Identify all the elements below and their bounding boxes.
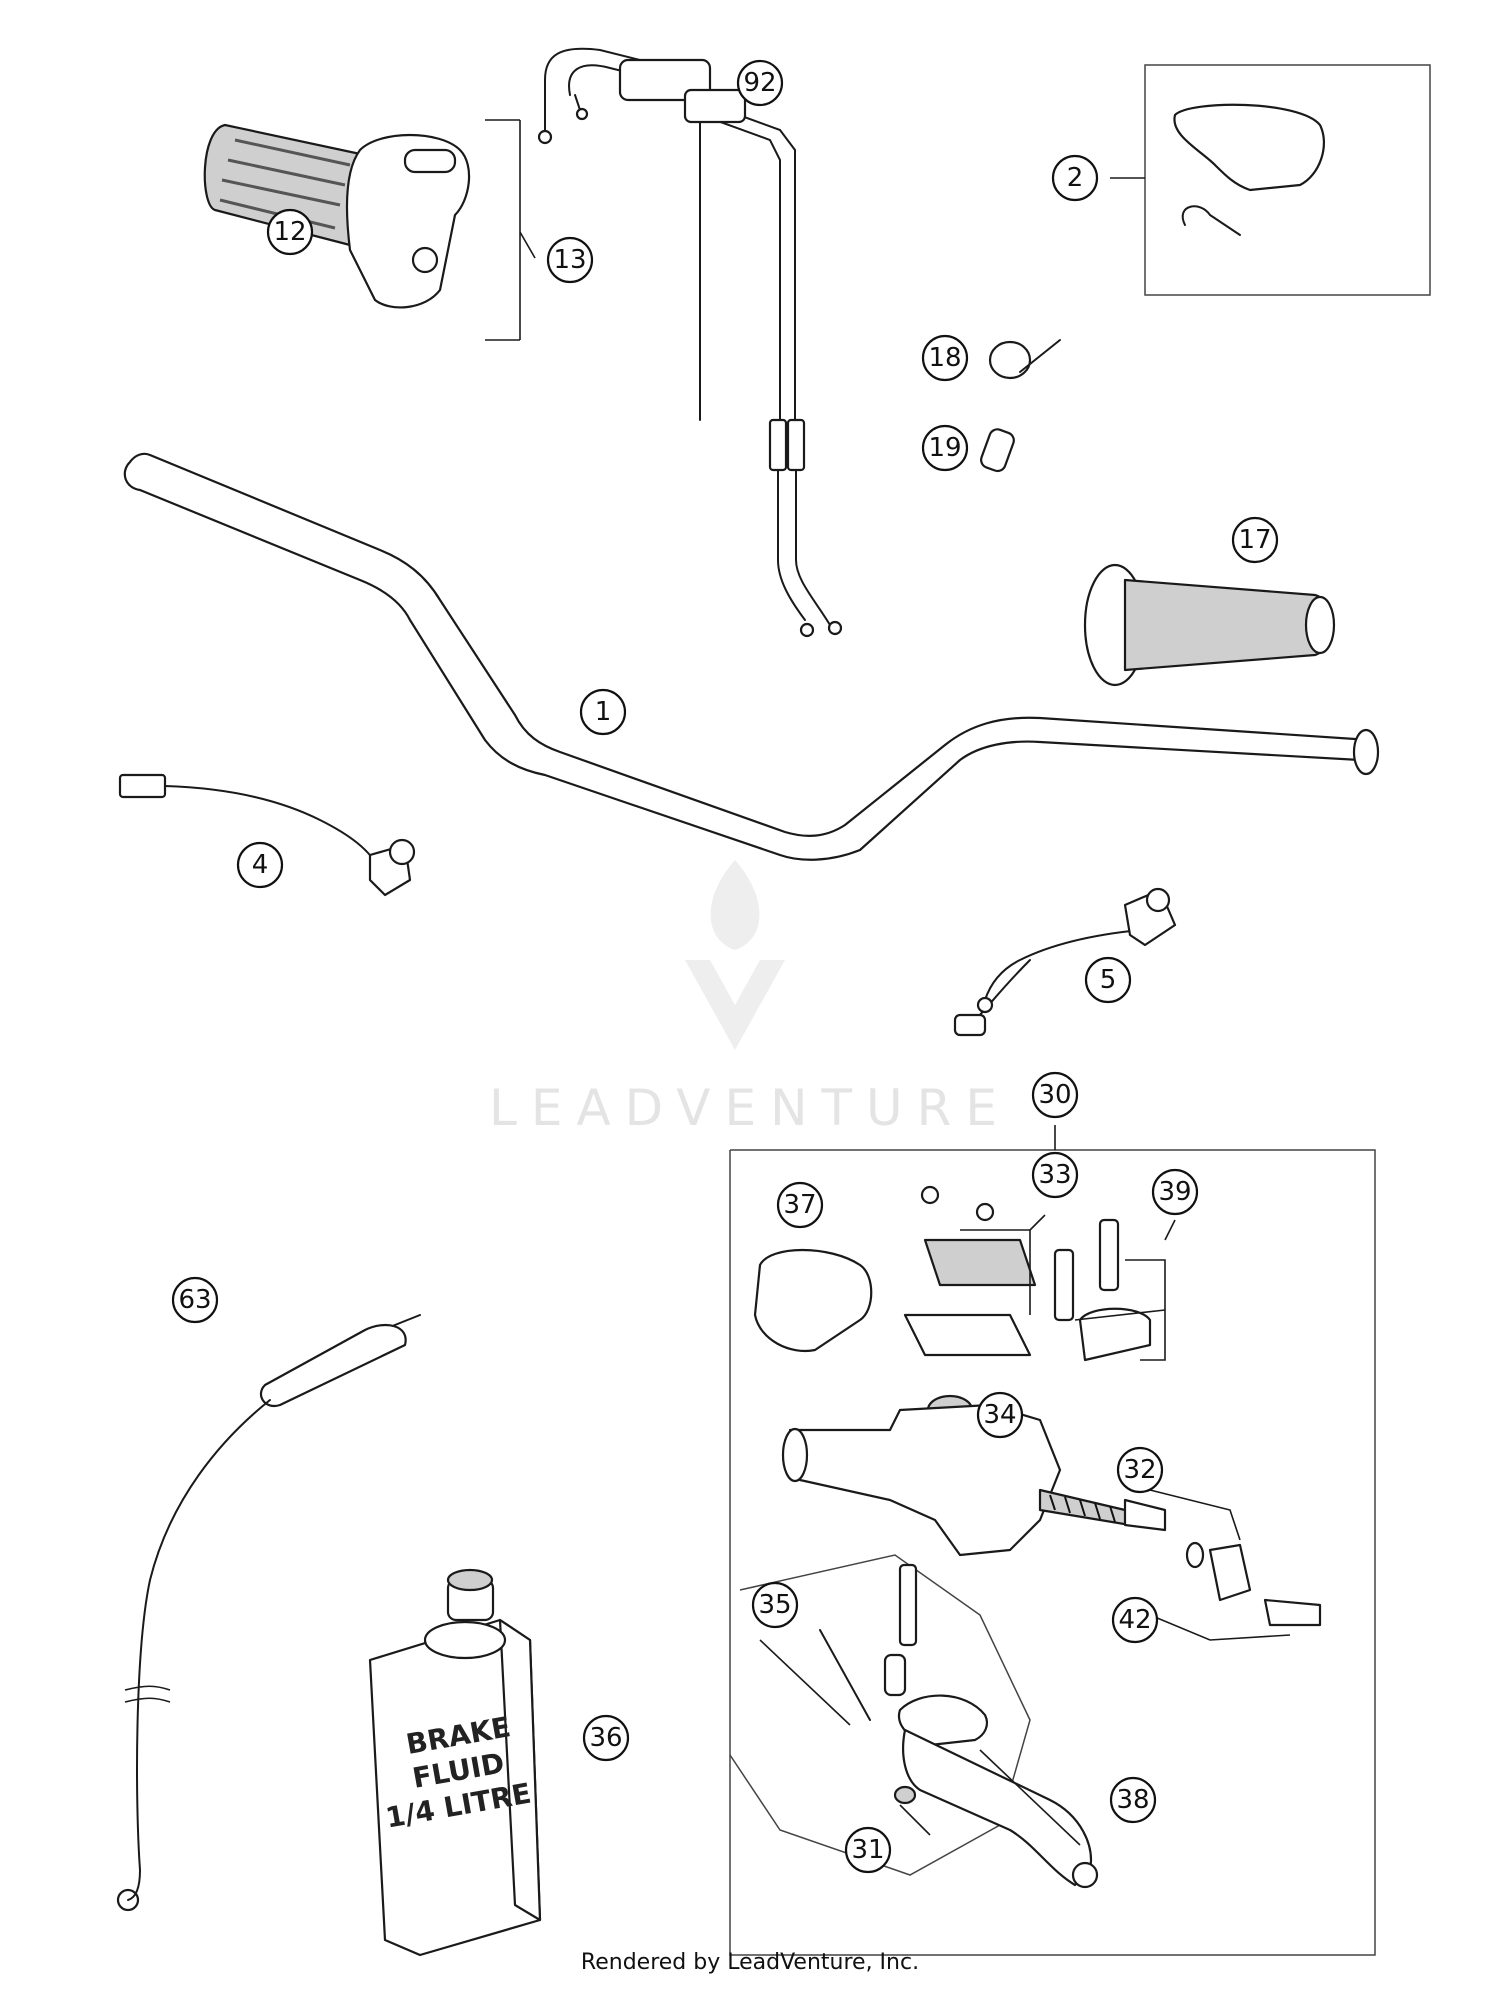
callout-circle <box>921 424 969 472</box>
callout-label: 92 <box>743 68 776 98</box>
callout-circle <box>582 1714 630 1762</box>
brake-fluid-bottle-part: BRAKE FLUID 1/4 LITRE <box>368 1568 542 1957</box>
callout-13: 13 <box>546 236 594 284</box>
brake-master-cylinder-assembly <box>729 1125 1376 1956</box>
callout-circle <box>1111 1596 1159 1644</box>
credit-line: Rendered by LeadVenture, Inc. <box>580 1950 920 1975</box>
callout-label: 31 <box>851 1835 884 1865</box>
left-grip-part <box>1083 563 1336 687</box>
callout-label: 63 <box>178 1285 211 1315</box>
callout-35: 35 <box>751 1581 799 1629</box>
callout-label: 36 <box>589 1723 622 1753</box>
callout-4: 4 <box>236 841 284 889</box>
callout-42: 42 <box>1111 1596 1159 1644</box>
watermark: LEADVENTURE <box>489 860 1011 1137</box>
watermark-text: LEADVENTURE <box>489 1079 1011 1137</box>
throttle-cable-part <box>537 47 843 638</box>
callout-circle <box>1109 1776 1157 1824</box>
callout-2: 2 <box>1051 154 1099 202</box>
brake-lever-parts <box>729 1554 1099 1889</box>
callout-circle <box>1116 1446 1164 1494</box>
callout-1: 1 <box>579 688 627 736</box>
callout-17: 17 <box>1231 516 1279 564</box>
piston-parts <box>1149 1489 1322 1641</box>
callout-12: 12 <box>266 208 314 256</box>
callout-label: 2 <box>1067 163 1084 193</box>
callout-32: 32 <box>1116 1446 1164 1494</box>
callout-circle <box>266 208 314 256</box>
handlebar-part <box>123 452 1380 861</box>
master-cylinder-body <box>781 1403 1167 1557</box>
callout-34: 34 <box>976 1391 1024 1439</box>
callout-18: 18 <box>921 334 969 382</box>
throttle-grip-part <box>203 123 367 247</box>
callout-circle <box>1231 516 1279 564</box>
callout-5: 5 <box>1084 956 1132 1004</box>
callout-label: 30 <box>1038 1080 1071 1110</box>
callout-label: 33 <box>1038 1160 1071 1190</box>
callout-30: 30 <box>1031 1071 1079 1119</box>
callout-33: 33 <box>1031 1151 1079 1199</box>
callout-label: 17 <box>1238 525 1271 555</box>
callout-19: 19 <box>921 424 969 472</box>
callout-circle <box>776 1181 824 1229</box>
callout-label: 5 <box>1100 965 1117 995</box>
callout-label: 18 <box>928 343 961 373</box>
callout-38: 38 <box>1109 1776 1157 1824</box>
callout-circle <box>1084 956 1132 1004</box>
callout-label: 34 <box>983 1400 1016 1430</box>
callout-label: 4 <box>252 850 269 880</box>
callout-circle <box>236 841 284 889</box>
callout-circle <box>546 236 594 284</box>
callout-circle <box>1031 1151 1079 1199</box>
callout-63: 63 <box>171 1276 219 1324</box>
cover-part <box>1110 64 1431 296</box>
callout-label: 19 <box>928 433 961 463</box>
callout-92: 92 <box>736 59 784 107</box>
watermark-v-icon <box>685 960 785 1050</box>
sleeve-part <box>980 428 1015 473</box>
callout-label: 13 <box>553 245 586 275</box>
callout-circle <box>1151 1168 1199 1216</box>
callout-label: 35 <box>758 1590 791 1620</box>
cable-tie-part <box>988 339 1061 380</box>
callout-circle <box>579 688 627 736</box>
callout-label: 42 <box>1118 1605 1151 1635</box>
throttle-housing-part <box>345 119 536 341</box>
callout-label: 39 <box>1158 1177 1191 1207</box>
callout-circle <box>751 1581 799 1629</box>
callout-label: 12 <box>273 217 306 247</box>
watermark-flame-icon <box>710 860 760 950</box>
callout-label: 32 <box>1123 1455 1156 1485</box>
callout-circle <box>736 59 784 107</box>
clamp-parts <box>1053 1218 1176 1362</box>
handlebar-switch-part <box>953 887 1177 1037</box>
callout-label: 38 <box>1116 1785 1149 1815</box>
callout-circle <box>976 1391 1024 1439</box>
callout-31: 31 <box>844 1826 892 1874</box>
reservoir-parts <box>753 1185 1046 1426</box>
brake-hose-part <box>116 1314 421 1912</box>
callout-circle <box>171 1276 219 1324</box>
callout-circle <box>1031 1071 1079 1119</box>
kill-switch-part <box>118 773 416 897</box>
callout-39: 39 <box>1151 1168 1199 1216</box>
callout-label: 1 <box>595 697 612 727</box>
callout-circle <box>1051 154 1099 202</box>
callout-36: 36 <box>582 1714 630 1762</box>
callout-label: 37 <box>783 1190 816 1220</box>
callout-circle <box>844 1826 892 1874</box>
callout-circle <box>921 334 969 382</box>
callout-37: 37 <box>776 1181 824 1229</box>
